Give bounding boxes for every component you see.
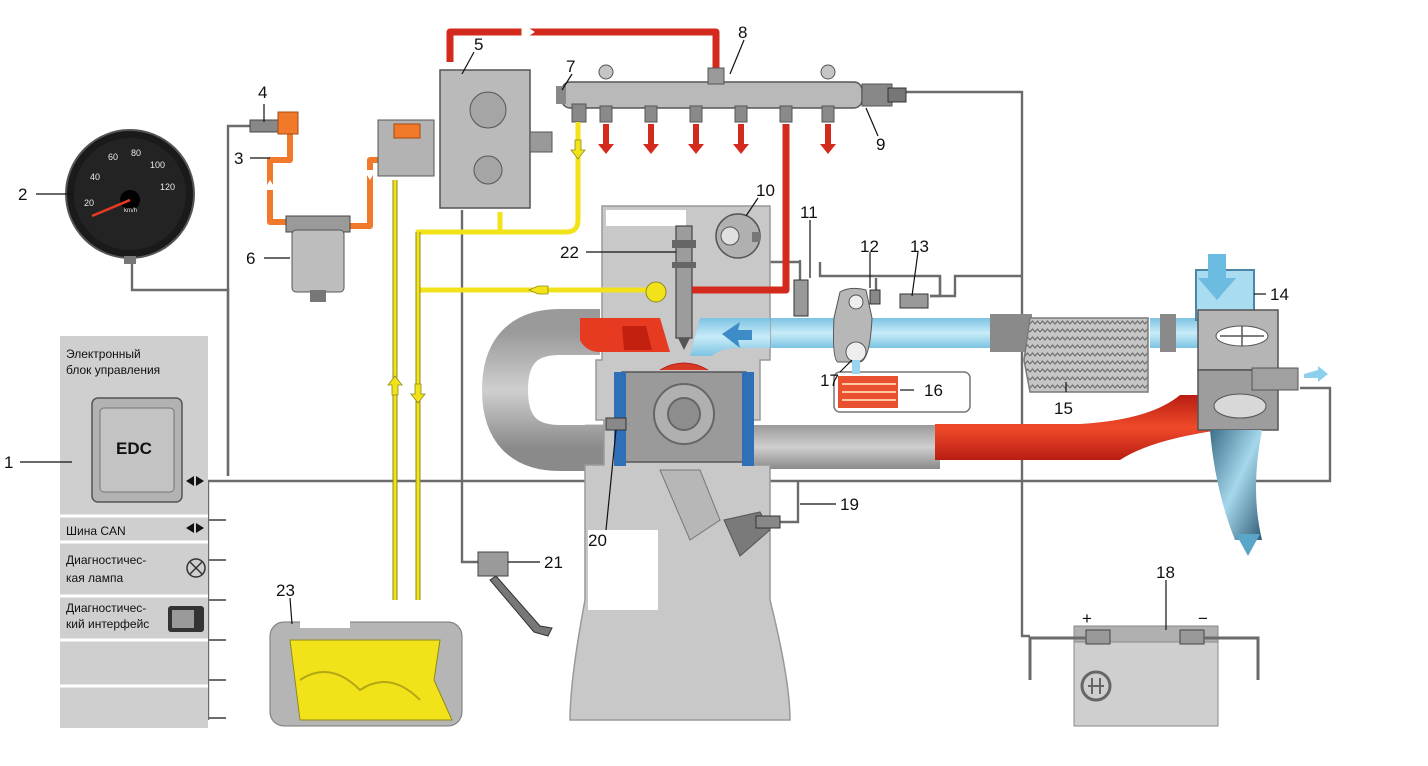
rail-flow-arrows — [598, 124, 836, 154]
callout-3: 3 — [234, 149, 243, 168]
callout-7: 7 — [566, 57, 575, 76]
speed-unit: km/h — [124, 208, 137, 214]
rail-pressure-sensor — [887, 87, 907, 103]
wire-to-pedal — [460, 210, 480, 564]
diag-lamp-icon — [186, 558, 206, 578]
bus-arrow-left-icon — [186, 476, 194, 486]
callout-17: 17 — [820, 371, 839, 390]
cylinder-head-ports — [580, 318, 770, 356]
ecu-panel: Электронный блок управления EDC Шина CAN… — [60, 336, 208, 728]
can-bus-label: Шина CAN — [66, 524, 126, 538]
battery-minus: − — [1198, 609, 1208, 628]
callout-2: 2 — [18, 185, 27, 204]
tick-100: 100 — [150, 160, 165, 170]
high-pressure-fuel-lines — [446, 28, 790, 294]
wire-to-sensor-4 — [226, 124, 250, 476]
air-inlet-arrow — [1198, 254, 1236, 300]
tick-40: 40 — [90, 172, 100, 182]
speedometer-ticks: 20 40 60 80 100 120 — [84, 148, 175, 208]
callout-13: 13 — [910, 237, 929, 256]
sensors-intake — [793, 279, 929, 363]
tick-120: 120 — [160, 182, 175, 192]
wastegate-arrow — [1304, 366, 1328, 382]
callout-19: 19 — [840, 495, 859, 514]
egr-cooler — [833, 360, 971, 413]
pump-to-rail-line — [446, 28, 720, 70]
camshaft-sensor-housing — [715, 213, 761, 259]
tick-20: 20 — [84, 198, 94, 208]
flow-arrow-up — [264, 180, 276, 190]
fuel-tank — [269, 620, 463, 727]
battery-plus: + — [1082, 609, 1092, 628]
battery — [1028, 625, 1260, 727]
callout-11: 11 — [800, 203, 818, 222]
flow-arrow-down — [364, 170, 376, 180]
callout-23: 23 — [276, 581, 295, 600]
callout-8: 8 — [738, 23, 747, 42]
bus-arrow-right-icon — [196, 476, 204, 486]
callout-labels: 1 2 3 4 5 6 7 8 9 10 11 12 13 14 15 16 1… — [4, 23, 1289, 628]
callout-20: 20 — [588, 531, 607, 550]
callout-16: 16 — [924, 381, 943, 400]
callout-14: 14 — [1270, 285, 1289, 304]
ecu-title-line2: блок управления — [66, 363, 160, 377]
return-junction — [645, 281, 667, 303]
leader-lines — [20, 39, 1266, 630]
fuel-temp-sensor — [249, 111, 299, 135]
exhaust-outlet-arrow — [1236, 534, 1260, 556]
callout-1: 1 — [4, 453, 13, 472]
tick-60: 60 — [108, 152, 118, 162]
flow-arrow — [521, 23, 535, 41]
wire-to-sensor-19 — [778, 481, 800, 524]
exhaust-to-turbo — [935, 395, 1220, 460]
can-arrow-left-icon — [186, 523, 194, 533]
rail-outlets — [599, 105, 835, 123]
rail-to-injector-line — [692, 124, 790, 294]
return-flow-arrows — [387, 139, 586, 404]
diag-lamp-line2: кая лампа — [66, 571, 123, 585]
return-fuel-outline — [392, 180, 421, 600]
exhaust-manifold-loop — [481, 309, 940, 471]
callout-4: 4 — [258, 83, 267, 102]
diag-iface-line2: кий интерфейс — [66, 617, 149, 631]
callout-22: 22 — [560, 243, 579, 262]
callout-12: 12 — [860, 237, 879, 256]
tick-80: 80 — [131, 148, 141, 158]
callout-6: 6 — [246, 249, 255, 268]
accelerator-pedal — [477, 551, 553, 637]
speedometer: 20 40 60 80 100 120 km/h — [65, 129, 195, 264]
callout-9: 9 — [876, 135, 885, 154]
intercooler — [1023, 317, 1149, 393]
callout-5: 5 — [474, 35, 483, 54]
intake-pipe — [770, 314, 1205, 352]
common-rail — [556, 64, 893, 123]
callout-15: 15 — [1054, 399, 1073, 418]
ecu-chip-label: EDC — [116, 439, 152, 458]
diag-lamp-line1: Диагностичес- — [66, 553, 146, 567]
callout-18: 18 — [1156, 563, 1175, 582]
high-pressure-pump — [377, 69, 553, 209]
wire-to-battery — [880, 90, 1030, 638]
callout-21: 21 — [544, 553, 563, 572]
ecu-title-line1: Электронный — [66, 347, 141, 361]
callout-10: 10 — [756, 181, 775, 200]
injector — [672, 225, 696, 350]
wire-to-speedometer — [130, 258, 230, 476]
coolant-temp-sensor — [605, 417, 627, 431]
diag-interface-icon — [168, 606, 204, 632]
fuel-filter — [285, 215, 351, 302]
diag-iface-line1: Диагностичес- — [66, 601, 146, 615]
can-arrow-right-icon — [196, 523, 204, 533]
turbocharger — [1195, 254, 1328, 556]
crankshaft-sensor — [755, 515, 781, 529]
